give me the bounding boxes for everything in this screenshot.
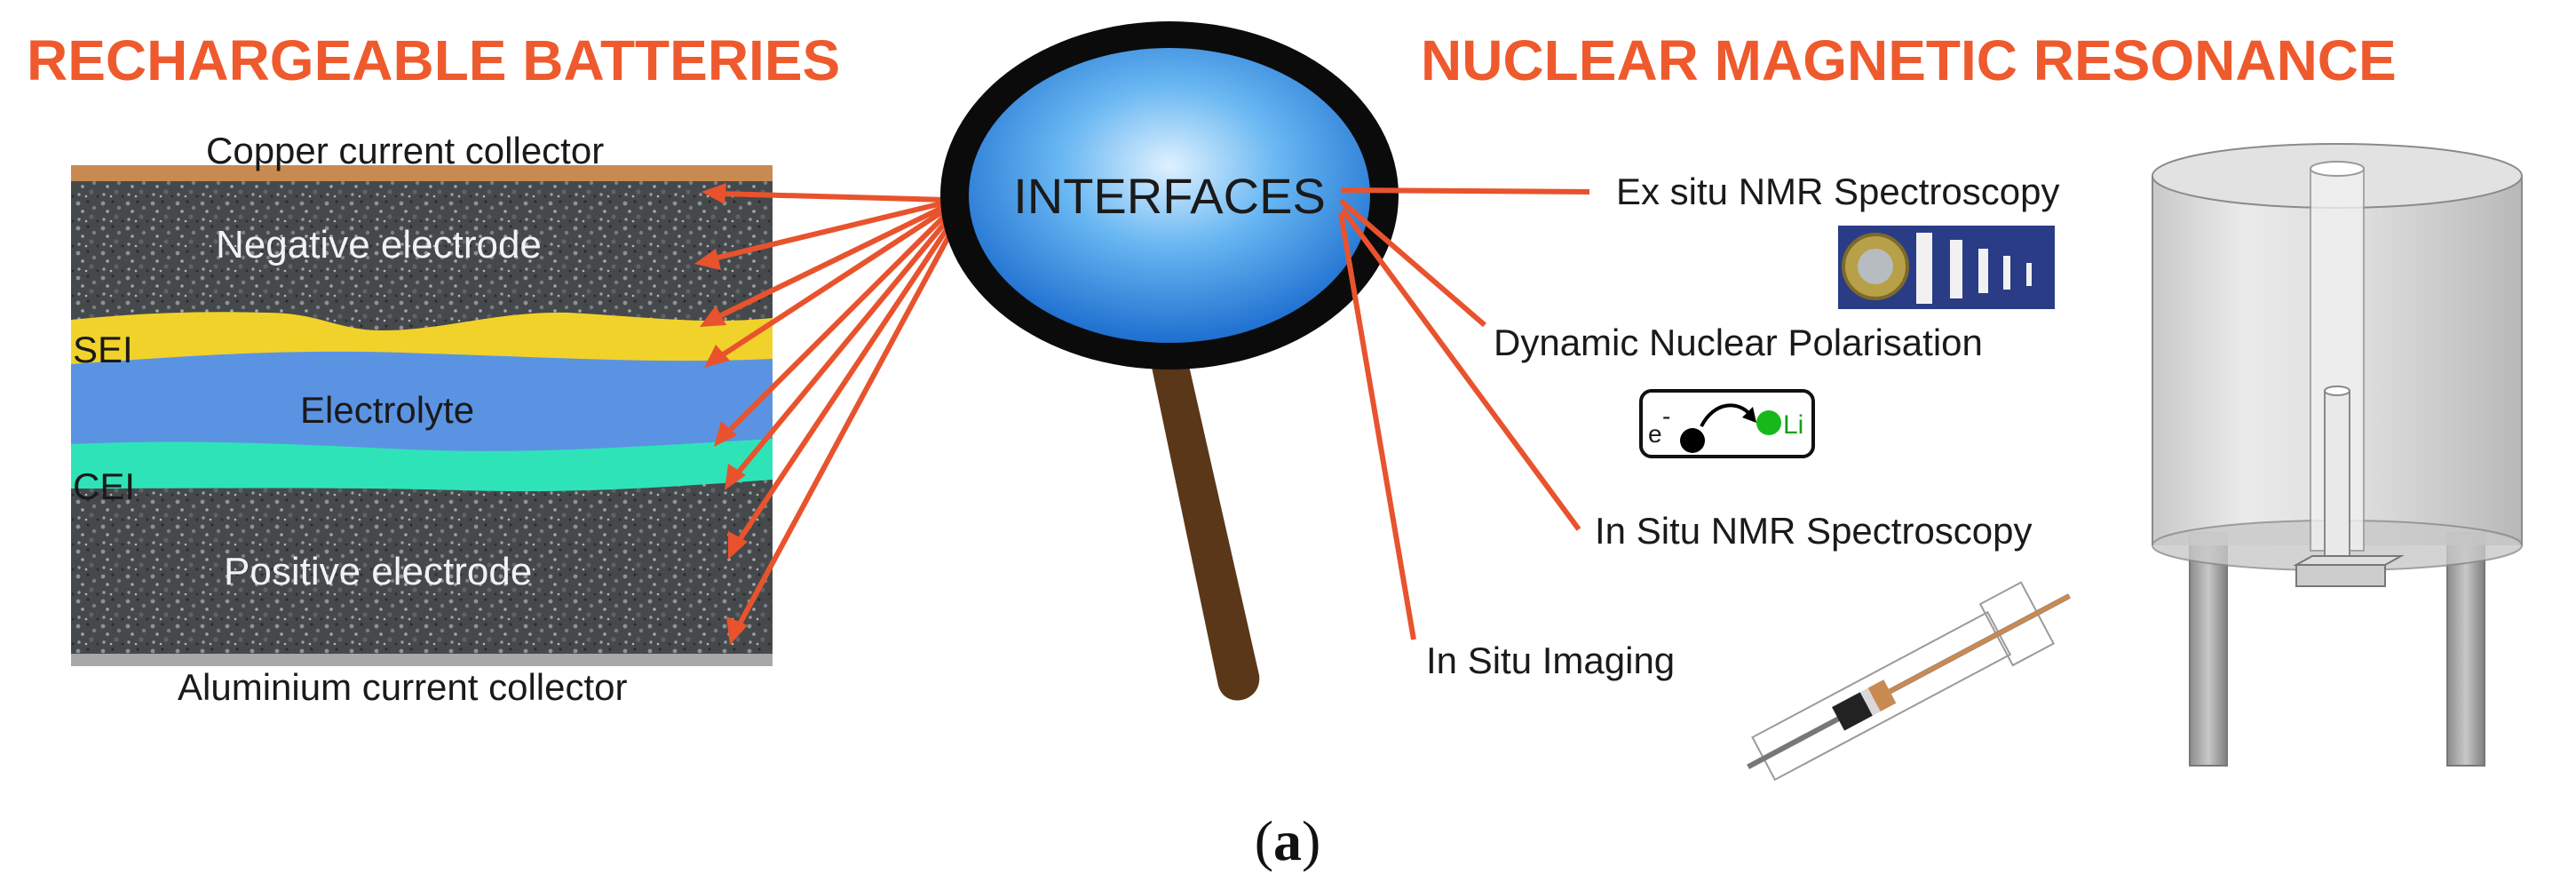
rotor-icon — [1950, 240, 1962, 298]
rotor-icon — [1978, 249, 1988, 293]
pointer-arrowhead — [726, 616, 748, 645]
pointer-line — [1339, 198, 1486, 328]
probe-bore-top — [2310, 161, 2365, 177]
pointer-arrowhead — [701, 183, 726, 204]
pointer-line — [733, 215, 953, 478]
technique-pointers — [1338, 187, 1590, 640]
dnp-scheme: e - Li — [1639, 389, 1815, 458]
rotor-photo — [1838, 226, 2055, 309]
pointer-line — [1340, 208, 1581, 531]
dnp-label: Dynamic Nuclear Polarisation — [1494, 322, 1983, 363]
probe-leg — [2189, 532, 2228, 767]
capillary-separator — [1859, 687, 1881, 716]
in-situ-nmr-label: In Situ NMR Spectroscopy — [1595, 510, 2033, 552]
pointer-line — [718, 191, 947, 203]
pointer-arrowhead — [694, 249, 721, 270]
pointer-arrowhead — [700, 306, 726, 327]
in-situ-imaging-label: In Situ Imaging — [1426, 640, 1675, 681]
ex-situ-nmr-label: Ex situ NMR Spectroscopy — [1616, 171, 2060, 212]
glass-handle — [1145, 330, 1260, 701]
sei-label: SEI — [73, 329, 133, 370]
cei-layer — [71, 439, 773, 492]
electrolyte-label: Electrolyte — [300, 389, 474, 431]
negative-electrode-layer — [71, 176, 773, 336]
pointer-line — [734, 222, 958, 631]
pointer-line — [1338, 212, 1416, 640]
cei-label: CEI — [73, 465, 135, 507]
transfer-arrowhead-icon — [1742, 407, 1756, 423]
aluminium-collector-layer — [71, 654, 773, 666]
probe-sample-base-front — [2295, 564, 2386, 587]
pointer-line — [709, 200, 947, 262]
electron-dot-icon — [1680, 428, 1705, 453]
electrolyte-layer — [71, 351, 773, 460]
nmr-probe-drawing — [2152, 143, 2523, 767]
interface-pointers — [694, 183, 958, 645]
pointer-arrowhead — [704, 345, 730, 368]
pointer-line — [724, 211, 950, 436]
pointer-line — [717, 207, 947, 360]
rotor-icon — [1916, 233, 1932, 304]
battery-stack — [71, 165, 773, 666]
rotor-icon — [2026, 263, 2032, 286]
capillary-copper-wire — [1877, 593, 2071, 700]
lithium-symbol: Li — [1783, 410, 1803, 440]
coin-center-icon — [1858, 249, 1893, 284]
pointer-line — [734, 219, 955, 545]
interfaces-label: INTERFACES — [1013, 168, 1326, 224]
electron-charge-symbol: - — [1662, 402, 1670, 430]
copper-collector-label: Copper current collector — [206, 130, 604, 171]
rotor-icon — [2003, 256, 2010, 290]
figure-caption: (a) — [1255, 809, 1321, 872]
glass-lens — [969, 48, 1370, 343]
positive-electrode-label: Positive electrode — [224, 550, 532, 593]
pointer-arrowhead — [714, 421, 737, 447]
pointer-line — [714, 203, 947, 321]
probe-sample-base — [2293, 555, 2405, 566]
probe-leg — [2446, 532, 2485, 767]
electron-symbol: e — [1648, 420, 1662, 448]
transfer-arrow-icon — [1700, 403, 1753, 427]
caption-open-paren: ( — [1255, 809, 1273, 872]
negative-electrode-label: Negative electrode — [216, 223, 542, 266]
capillary-electrode — [1832, 692, 1873, 731]
pointer-arrowhead — [725, 464, 746, 490]
magnifying-glass-icon: INTERFACES — [940, 21, 1399, 701]
nmr-heading: NUCLEAR MAGNETIC RESONANCE — [1421, 28, 2397, 92]
capillary-electrode — [1867, 679, 1897, 712]
aluminium-collector-label: Aluminium current collector — [178, 666, 628, 708]
probe-sample-tube-top — [2324, 385, 2350, 396]
pointer-arrowhead — [728, 531, 748, 560]
pointer-line — [1340, 187, 1590, 195]
capillary-cell-icon — [1747, 581, 2071, 782]
positive-electrode-layer — [71, 462, 773, 657]
caption-letter: a — [1273, 809, 1302, 872]
copper-collector-layer — [71, 165, 773, 181]
caption-close-paren: ) — [1302, 809, 1320, 872]
lithium-dot-icon — [1756, 410, 1781, 435]
batteries-heading: RECHARGEABLE BATTERIES — [27, 28, 840, 92]
probe-sample-tube — [2324, 390, 2350, 569]
